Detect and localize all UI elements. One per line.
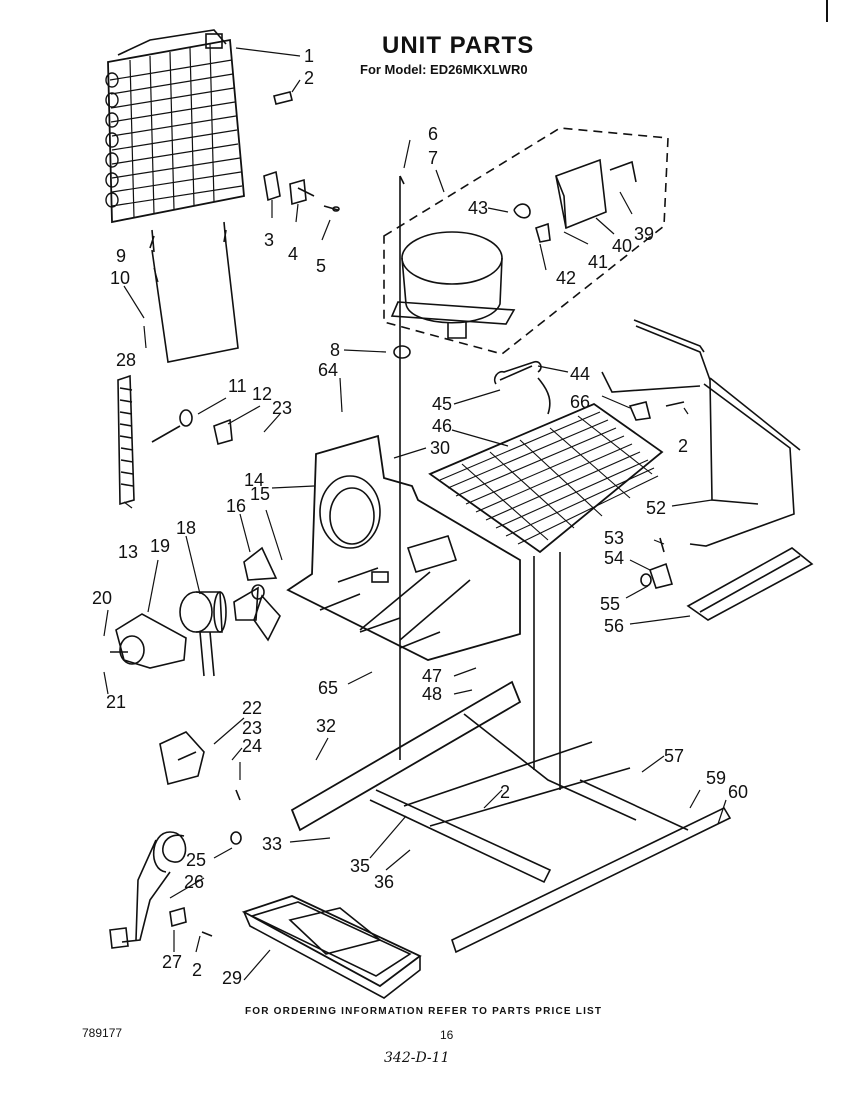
callout-9: 9 — [116, 246, 126, 266]
callout-57: 57 — [664, 746, 684, 766]
edge-mark — [826, 0, 828, 22]
small-parts-lower-left — [169, 789, 242, 937]
callout-7: 7 — [428, 148, 438, 168]
callout-22: 22 — [242, 698, 262, 718]
callout-60: 60 — [728, 782, 748, 802]
callout-30: 30 — [430, 438, 450, 458]
callout-46: 46 — [432, 416, 452, 436]
callout-64: 64 — [318, 360, 338, 380]
callout-15: 15 — [250, 484, 270, 504]
callout-27: 27 — [162, 952, 182, 972]
screw-2-top — [273, 91, 293, 105]
page-title: UNIT PARTS — [382, 32, 535, 59]
callout-48: 48 — [422, 684, 442, 704]
relay-cover — [159, 731, 205, 785]
mount-lines — [393, 176, 411, 760]
callout-28: 28 — [116, 350, 136, 370]
callout-2-top: 2 — [304, 68, 314, 88]
motor-bracket — [110, 613, 187, 669]
callout-6: 6 — [428, 124, 438, 144]
callout-23-low: 23 — [242, 718, 262, 738]
evaporator-coil — [105, 29, 245, 253]
callout-18: 18 — [176, 518, 196, 538]
leader-lines — [103, 47, 727, 981]
callout-24: 24 — [242, 736, 262, 756]
callout-8: 8 — [330, 340, 340, 360]
small-clips-3-4-5 — [263, 170, 340, 212]
page-number: 16 — [440, 1028, 454, 1042]
callout-65: 65 — [318, 678, 338, 698]
callout-47: 47 — [422, 666, 442, 686]
callout-29: 29 — [222, 968, 242, 988]
callout-10: 10 — [110, 268, 130, 288]
sensor-11-12 — [151, 409, 233, 446]
model-subtitle: For Model: ED26MKXLWR0 — [360, 62, 528, 77]
callout-2-right: 2 — [678, 436, 688, 456]
fan-motor — [179, 591, 227, 677]
document-number: 789177 — [82, 1026, 123, 1040]
defrost-heater — [149, 229, 239, 363]
callout-56: 56 — [604, 616, 624, 636]
callout-5: 5 — [316, 256, 326, 276]
tubing-52 — [601, 319, 801, 547]
callout-55: 55 — [600, 594, 620, 614]
base-frame — [290, 680, 732, 954]
callout-59: 59 — [706, 768, 726, 788]
drain-pan — [241, 895, 422, 999]
strap-13 — [117, 374, 135, 506]
callout-39: 39 — [634, 224, 654, 244]
ordering-note: FOR ORDERING INFORMATION REFER TO PARTS … — [245, 1006, 603, 1017]
callout-16: 16 — [226, 496, 246, 516]
callout-43: 43 — [468, 198, 488, 218]
callout-26: 26 — [184, 872, 204, 892]
callout-40: 40 — [612, 236, 632, 256]
callout-66: 66 — [570, 392, 590, 412]
callout-21: 21 — [106, 692, 126, 712]
callout-11: 11 — [228, 376, 247, 396]
callout-19: 19 — [150, 536, 170, 556]
parts-53-55 — [640, 537, 674, 589]
callout-2-mid: 2 — [500, 782, 510, 802]
condenser-coil — [428, 360, 664, 790]
callout-2-bottom: 2 — [192, 960, 202, 980]
part-66 — [628, 401, 685, 421]
callout-1: 1 — [304, 46, 314, 66]
callout-12: 12 — [252, 384, 272, 404]
callout-42: 42 — [556, 268, 576, 288]
callout-36: 36 — [374, 872, 394, 892]
handwritten-note: 342-D-11 — [384, 1050, 450, 1066]
callout-32: 32 — [316, 716, 336, 736]
fan-blade — [233, 546, 281, 642]
callout-54: 54 — [604, 548, 624, 568]
callout-labels: 1 2 3 4 5 6 7 43 39 40 41 42 9 10 28 8 6… — [92, 46, 748, 988]
power-cord — [109, 831, 187, 949]
callout-25: 25 — [186, 850, 206, 870]
callout-41: 41 — [588, 252, 608, 272]
callout-20: 20 — [92, 588, 112, 608]
callout-35: 35 — [350, 856, 370, 876]
callout-33: 33 — [262, 834, 282, 854]
callout-52: 52 — [646, 498, 666, 518]
callout-53: 53 — [604, 528, 624, 548]
callout-3: 3 — [264, 230, 274, 250]
callout-23-mid: 23 — [272, 398, 292, 418]
fan-bracket — [286, 434, 521, 661]
callout-45: 45 — [432, 394, 452, 414]
callout-44: 44 — [570, 364, 590, 384]
callout-14: 14 — [244, 470, 264, 490]
compressor-group — [383, 127, 669, 355]
callout-13: 13 — [118, 542, 138, 562]
callout-4: 4 — [288, 244, 298, 264]
drain-trough-56 — [686, 547, 814, 621]
